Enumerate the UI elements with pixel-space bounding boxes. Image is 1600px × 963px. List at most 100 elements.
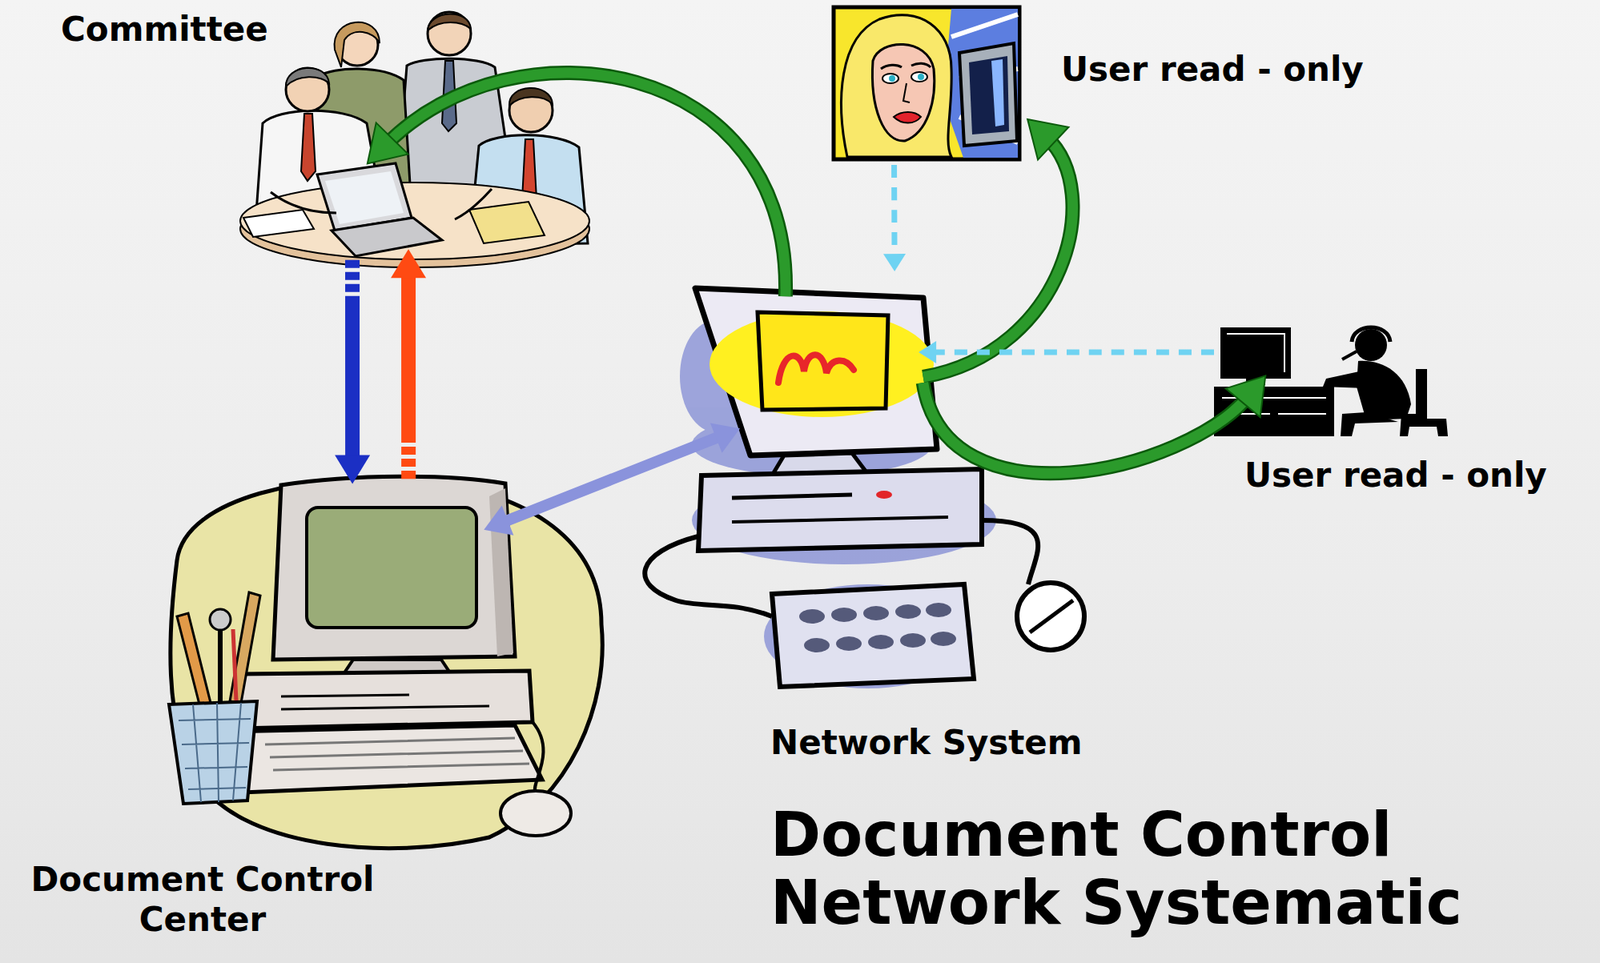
connector-arrow [334, 260, 370, 485]
network-computer-illustration-part [778, 354, 854, 383]
user-portrait-part [882, 73, 899, 84]
control-center-illustration-part [236, 671, 533, 729]
folder [469, 201, 545, 244]
connector-arrow [483, 422, 740, 535]
network-computer-illustration [611, 280, 1113, 717]
control-center-illustration-part [209, 609, 231, 631]
network-computer-illustration-part [695, 288, 937, 456]
keys-part [799, 609, 825, 624]
user-portrait-part [911, 72, 928, 82]
keys-part [900, 633, 926, 648]
connector-line [932, 349, 1215, 355]
network-computer-illustration-part [876, 490, 893, 499]
operator-silhouette-part [1226, 333, 1285, 373]
network-computer-illustration-part [1029, 600, 1074, 633]
node-title: Network System [770, 723, 1083, 764]
arrowhead [1226, 375, 1267, 418]
control-center-illustration-part [229, 592, 261, 704]
control-center-illustration-part [233, 629, 237, 702]
committee-people-part [285, 68, 330, 112]
keys-part [863, 606, 889, 621]
keys-part [831, 607, 857, 623]
table-top [240, 182, 590, 260]
connector-arrow [918, 341, 1215, 364]
network-computer-illustration-part [644, 536, 772, 617]
network-computer-illustration-part [731, 494, 853, 499]
node-title: Document Control Center [14, 860, 391, 941]
network-computer-illustration-part [771, 584, 974, 688]
keys-part [868, 635, 894, 650]
arrowhead [367, 122, 409, 164]
user-portrait-part [893, 112, 921, 124]
network-computer-illustration-part [731, 517, 949, 523]
diagram-title: Document Control Network Systematic [770, 800, 1540, 937]
operator-silhouette-part [1399, 369, 1448, 437]
control-center-illustration [152, 464, 613, 857]
user-portrait [831, 4, 1022, 162]
connector-line [923, 137, 1074, 378]
connector-line [923, 382, 1249, 474]
user-portrait-part [841, 15, 953, 157]
control-center-illustration-part [265, 738, 530, 771]
user-node: User read - only [1214, 324, 1460, 437]
connector-arrow [390, 249, 427, 479]
node-label: Network System [770, 723, 1083, 764]
node-label: Document Control Center [14, 860, 391, 941]
user-portrait-part [880, 63, 931, 69]
connector-line [385, 72, 786, 297]
user-portrait-part [872, 44, 934, 141]
connector-arrow [367, 72, 786, 297]
committee-people-part [334, 22, 380, 68]
node-label: User read - only [1061, 49, 1364, 90]
control-center-illustration-part [500, 791, 571, 837]
committee-people-part [285, 68, 330, 87]
committee-people-part [427, 13, 471, 31]
control-center-illustration-part [168, 701, 258, 805]
operator-silhouette-part [1322, 370, 1367, 389]
connector-line [502, 435, 723, 523]
paper [243, 209, 314, 238]
keys-part [925, 603, 952, 618]
connector-line [891, 164, 898, 259]
arrowhead [390, 249, 427, 278]
keys-part [930, 631, 957, 647]
committee-people-part [301, 113, 316, 181]
network-computer-illustration-part [709, 311, 934, 418]
committee-node: Committee [214, 3, 591, 271]
control-center-node: Document Control Center [152, 464, 613, 857]
control-center-illustration-part [178, 703, 251, 803]
network-computer-illustration-part [981, 520, 1038, 585]
user-node: User read - only [831, 4, 1022, 162]
control-center-illustration-part [306, 507, 477, 628]
connector-line [345, 260, 360, 463]
committee-people-part [509, 88, 553, 106]
keys-part [804, 638, 830, 653]
network-node: Network System [611, 280, 1113, 717]
user-portrait-part [833, 7, 1020, 160]
user-portrait-part [968, 56, 1010, 135]
operator-silhouette-part [1356, 361, 1412, 421]
node-title: User read - only [1061, 49, 1364, 90]
connector-arrow [923, 119, 1074, 378]
keys-part [836, 636, 862, 652]
network-computer-illustration-part [698, 469, 982, 551]
laptop [317, 163, 443, 257]
arm [454, 188, 492, 220]
operator-silhouette-part [1220, 327, 1291, 379]
user-portrait-part [917, 73, 925, 81]
user-portrait-part [991, 59, 1005, 127]
arrowhead [710, 422, 740, 453]
user-portrait-part [903, 83, 910, 103]
node-title: Committee [60, 9, 269, 50]
control-center-illustration-part [176, 613, 211, 705]
control-center-illustration-part [532, 722, 544, 793]
arm [270, 192, 337, 214]
connector-arrow [923, 375, 1267, 474]
operator-silhouette-part [1342, 351, 1357, 360]
network-computer-illustration-part [757, 312, 889, 411]
arrowhead [883, 253, 906, 272]
committee-people-part [427, 12, 471, 56]
control-center-illustration-part [281, 695, 490, 710]
control-center-illustration-part [217, 627, 223, 704]
